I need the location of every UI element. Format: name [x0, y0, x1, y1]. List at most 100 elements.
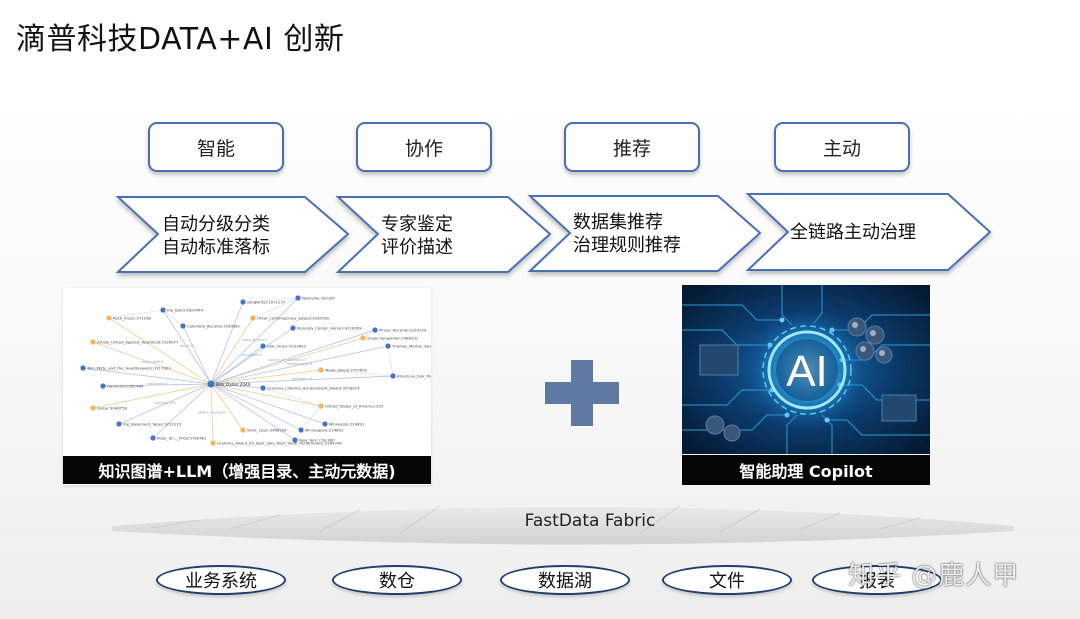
- graph-edge: [210, 383, 264, 389]
- graph-node-label: Kennedy_Center_Honors:4116399: [297, 326, 362, 331]
- graph-edge: [210, 329, 376, 385]
- graph-edge: [210, 383, 244, 431]
- graph-edge: [162, 309, 212, 385]
- graph-node-label: Harmonica:581489: [107, 384, 144, 389]
- graph-node-label: Guitar:3046758: [97, 406, 127, 411]
- graph-edge: [210, 345, 389, 385]
- graph-edge: [210, 375, 394, 385]
- ai-badge: AI: [786, 347, 828, 396]
- graph-edge: [182, 325, 212, 385]
- graph-node-label: Tom_Petty_and_the_Heartbreakers:3317323: [86, 366, 171, 371]
- copilot-image: AI: [682, 285, 930, 454]
- fabric-label: FastData Fabric: [524, 511, 656, 531]
- source-label: 业务系统: [185, 571, 257, 592]
- graph-edge: [152, 383, 212, 439]
- chevron-line: 评价描述: [381, 237, 453, 258]
- graph-node: [100, 383, 106, 389]
- graph-node: [322, 421, 328, 427]
- graph-edge-label: award_received:4: [198, 411, 226, 415]
- graph-edge: [210, 383, 326, 425]
- graph-edge-label: influenced_by:3: [287, 362, 312, 366]
- source-business-systems: 业务系统: [156, 565, 286, 595]
- graph-node-label: Peter_Sh..._Prize:5790481: [157, 436, 207, 441]
- graph-edge: [102, 383, 212, 387]
- graph-node: [80, 365, 86, 371]
- graph-node: [240, 299, 246, 305]
- graph-edge: [374, 329, 389, 347]
- graph-node: [90, 405, 96, 411]
- source-data-lake: 数据湖: [500, 565, 630, 595]
- graph-node: [240, 427, 246, 433]
- graph-node-label: Grammy_Lifetime_Achievement_Award:325991…: [267, 386, 360, 391]
- graph-edge: [210, 301, 244, 385]
- graph-node: [298, 427, 304, 433]
- graph-node-label: Thomas_Merton_Award:3297920: [391, 344, 431, 349]
- plus-icon: [545, 360, 619, 426]
- graph-node-label: United_States_of_America:333: [325, 404, 384, 409]
- graph-node: [160, 307, 166, 313]
- graph-node-label: Minneapolis:224891: [305, 428, 344, 433]
- graph-node: [250, 315, 256, 321]
- knowledge-graph: genre:10record_label:8instrument:6member…: [80, 295, 458, 446]
- graph-node-label: the_Band:5829444: [167, 308, 204, 313]
- source-label: 数据湖: [538, 571, 592, 592]
- graph-edge: [92, 341, 212, 385]
- graph-edge-label: genre:10: [180, 344, 194, 348]
- stage-tag-label: 主动: [822, 137, 861, 160]
- graph-edge: [108, 309, 164, 319]
- graph-node-label: American_Folk_Music:37831229: [397, 374, 431, 379]
- graph-node-label: Grammy_Award_for_Best_Solo_Rock_Vocal_Pe…: [217, 441, 342, 446]
- graph-edge: [82, 367, 212, 385]
- graph-node-label: the_Basement_Tapes:3212223: [123, 422, 182, 427]
- graph-edge: [210, 337, 364, 385]
- graph-node-label: Texas_Shiela:3707652: [324, 368, 368, 373]
- graph-node: [150, 435, 156, 441]
- graph-node: [290, 325, 296, 331]
- stage-tag-label: 推荐: [612, 137, 651, 160]
- stage-tag-label: 协作: [404, 137, 443, 160]
- chevron-2-text: 专家鉴定 评价描述: [381, 213, 453, 259]
- graph-edge: [210, 317, 254, 385]
- graph-node-label: Folk_music:3233693: [267, 344, 307, 349]
- graph-edge: [387, 345, 394, 377]
- graph-edge: [320, 369, 394, 377]
- graph-node-label: Pinner_Records:2233159: [379, 328, 427, 333]
- graph-edge: [210, 383, 302, 431]
- graph-node: [180, 323, 186, 329]
- graph-edge: [210, 383, 296, 441]
- graph-node: [210, 440, 216, 446]
- chevron-line: 治理规则推荐: [573, 235, 681, 256]
- graph-edge: [242, 297, 299, 303]
- source-data-warehouse: 数仓: [332, 565, 462, 595]
- source-label: 文件: [709, 571, 745, 592]
- graph-node: [372, 327, 378, 333]
- graph-edge: [300, 405, 322, 431]
- graph-node-label: Saint_Louis:3466339: [247, 428, 287, 433]
- chevron-line: 数据集推荐: [573, 212, 663, 233]
- copilot-caption: 智能助理 Copilot: [682, 455, 930, 485]
- graph-node: [90, 339, 96, 345]
- source-reports: 报表: [812, 565, 942, 595]
- graph-edge: [162, 309, 184, 327]
- graph-node: [390, 373, 396, 379]
- knowledge-graph-caption: 知识图谱+LLM（增强目录、主动元数据): [63, 456, 431, 484]
- chevron-line: 自动分级分类: [162, 214, 270, 235]
- graph-edge: [252, 297, 299, 319]
- graph-edge-label: country_of_citizenship:7: [268, 358, 307, 362]
- graph-edge-label: member_of:9: [154, 401, 175, 405]
- graph-node: [385, 343, 391, 349]
- graph-edge: [210, 369, 322, 385]
- chevron-3-text: 数据集推荐 治理规则推荐: [573, 211, 681, 257]
- graph-node: [292, 437, 298, 443]
- page-title: 滴普科技DATA+AI 创新: [16, 22, 345, 57]
- graph-edge: [262, 387, 322, 407]
- stage-tag-intelligent: 智能: [148, 122, 284, 172]
- chevron-line: 全链路主动治理: [790, 222, 916, 243]
- graph-edge-label: occupation:5: [242, 353, 263, 357]
- stage-tag-recommendation: 推荐: [564, 122, 700, 172]
- source-label: 报表: [859, 571, 895, 592]
- graph-edge: [108, 317, 212, 385]
- graph-node-label: Nashville:320187: [302, 296, 336, 301]
- graph-node: [260, 343, 266, 349]
- graph-edge: [210, 327, 294, 385]
